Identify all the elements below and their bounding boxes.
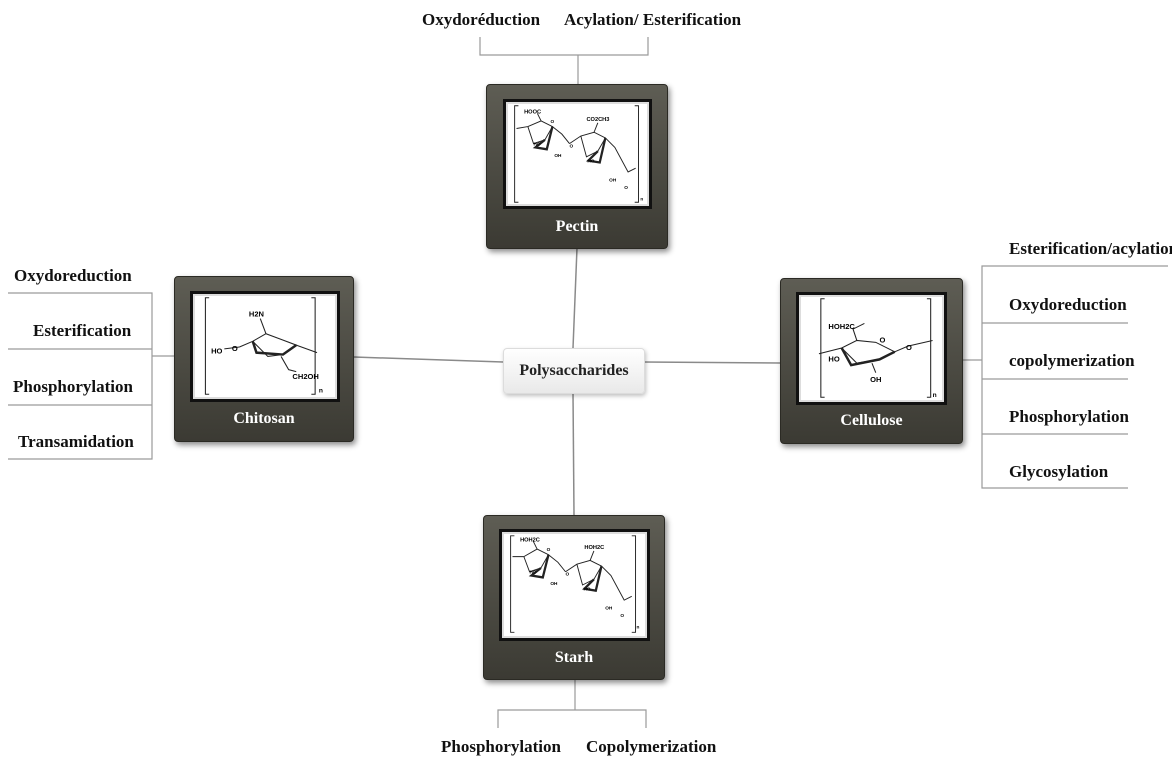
chitosan-title: Chitosan <box>233 410 295 427</box>
pectin-label-o2: O <box>569 143 573 149</box>
connector-cellulose <box>642 361 781 364</box>
cellulose-label-oh: OH <box>870 375 881 384</box>
pectin-branch-oxydoreduction: Oxydoréduction <box>422 10 541 29</box>
pectin-label-o3: O <box>624 185 628 191</box>
chitosan-label-o: O <box>232 344 238 353</box>
cellulose-label-n: n <box>933 392 937 399</box>
connector-chitosan <box>353 356 504 363</box>
cellulose-branch-phosphorylation: Phosphorylation <box>1009 407 1129 426</box>
chitosan-branch-transamidation: Transamidation <box>18 432 134 451</box>
cellulose-title: Cellulose <box>840 412 903 429</box>
chitosan-branch-bracket <box>8 292 174 460</box>
pectin-label-n: n <box>640 197 643 202</box>
starch-label-ring1: HOH2C <box>520 537 540 543</box>
chitosan-molecule-diagram: H2N HO O CH2OH n <box>204 297 323 395</box>
cellulose-structure: HOH2C HO OH O O n <box>796 292 947 405</box>
cellulose-molecule-diagram: HOH2C HO OH O O n <box>818 298 937 399</box>
starch-label-o1: O <box>547 547 551 553</box>
pectin-branch-acylation: Acylation/ Esterification <box>564 10 742 29</box>
pectin-label-ho1: HO <box>534 141 541 147</box>
chitosan-label-ch2oh: CH2OH <box>292 372 318 381</box>
pectin-label-ring2: CO2CH3 <box>586 117 609 123</box>
cellulose-branch-esterification-acylation: Esterification/acylation <box>1009 239 1172 258</box>
chitosan-label-ho: HO <box>211 347 222 356</box>
connector-pectin <box>572 247 578 349</box>
starch-label-ho2: HO <box>583 587 590 593</box>
starch-branch-phosphorylation: Phosphorylation <box>441 737 561 756</box>
chitosan-card[interactable]: H2N HO O CH2OH n Chitosan <box>174 276 354 442</box>
starch-label-n: n <box>636 626 639 631</box>
pectin-label-o1: O <box>551 119 555 125</box>
pectin-title: Pectin <box>555 218 599 235</box>
starch-title: Starh <box>554 649 594 666</box>
pectin-molecule-diagram: HOOC CO2CH3 HO OH HO OH O O O n <box>514 105 643 203</box>
chitosan-label-nh2: H2N <box>249 310 264 319</box>
pectin-branch-bracket <box>479 37 649 84</box>
starch-card[interactable]: HOH2C HOH2C HO OH HO OH O O O n Starh <box>483 515 665 680</box>
pectin-label-ho2: HO <box>587 159 594 165</box>
starch-label-ho1: HO <box>530 570 537 576</box>
pectin-label-ring1: HOOC <box>524 109 541 115</box>
pectin-label-oh2: OH <box>609 177 617 183</box>
cellulose-label-o1: O <box>880 335 886 344</box>
cellulose-branch-copolymerization: copolymerization <box>1009 351 1135 370</box>
cellulose-branch-bracket <box>962 265 1168 489</box>
connector-starch <box>572 392 575 516</box>
chitosan-structure: H2N HO O CH2OH n <box>190 291 340 402</box>
chitosan-branch-esterification: Esterification <box>33 321 132 340</box>
pectin-structure: HOOC CO2CH3 HO OH HO OH O O O n <box>503 99 652 209</box>
center-node-polysaccharides[interactable]: Polysaccharides <box>503 348 645 394</box>
cellulose-branch-oxydoreduction: Oxydoreduction <box>1009 295 1127 314</box>
cellulose-branch-glycosylation: Glycosylation <box>1009 462 1109 481</box>
starch-label-oh1: OH <box>550 581 558 587</box>
starch-label-o3: O <box>620 613 624 619</box>
cellulose-label-ho: HO <box>828 354 839 363</box>
pectin-label-oh1: OH <box>554 153 562 159</box>
cellulose-card[interactable]: HOH2C HO OH O O n Cellulose <box>780 278 963 444</box>
pectin-card[interactable]: HOOC CO2CH3 HO OH HO OH O O O n Pectin <box>486 84 668 249</box>
chitosan-branch-phosphorylation: Phosphorylation <box>13 377 133 396</box>
starch-label-ring2: HOH2C <box>584 545 604 551</box>
starch-branch-bracket <box>497 679 647 728</box>
cellulose-label-o2: O <box>906 343 912 352</box>
chitosan-label-n: n <box>319 387 323 394</box>
cellulose-label-hoh2c: HOH2C <box>828 322 855 331</box>
starch-structure: HOH2C HOH2C HO OH HO OH O O O n <box>499 529 650 641</box>
starch-label-o2: O <box>566 572 570 578</box>
starch-branch-copolymerization: Copolymerization <box>586 737 717 756</box>
starch-label-oh2: OH <box>605 606 613 612</box>
starch-molecule-diagram: HOH2C HOH2C HO OH HO OH O O O n <box>510 535 639 633</box>
chitosan-branch-oxydoreduction: Oxydoreduction <box>14 266 132 285</box>
